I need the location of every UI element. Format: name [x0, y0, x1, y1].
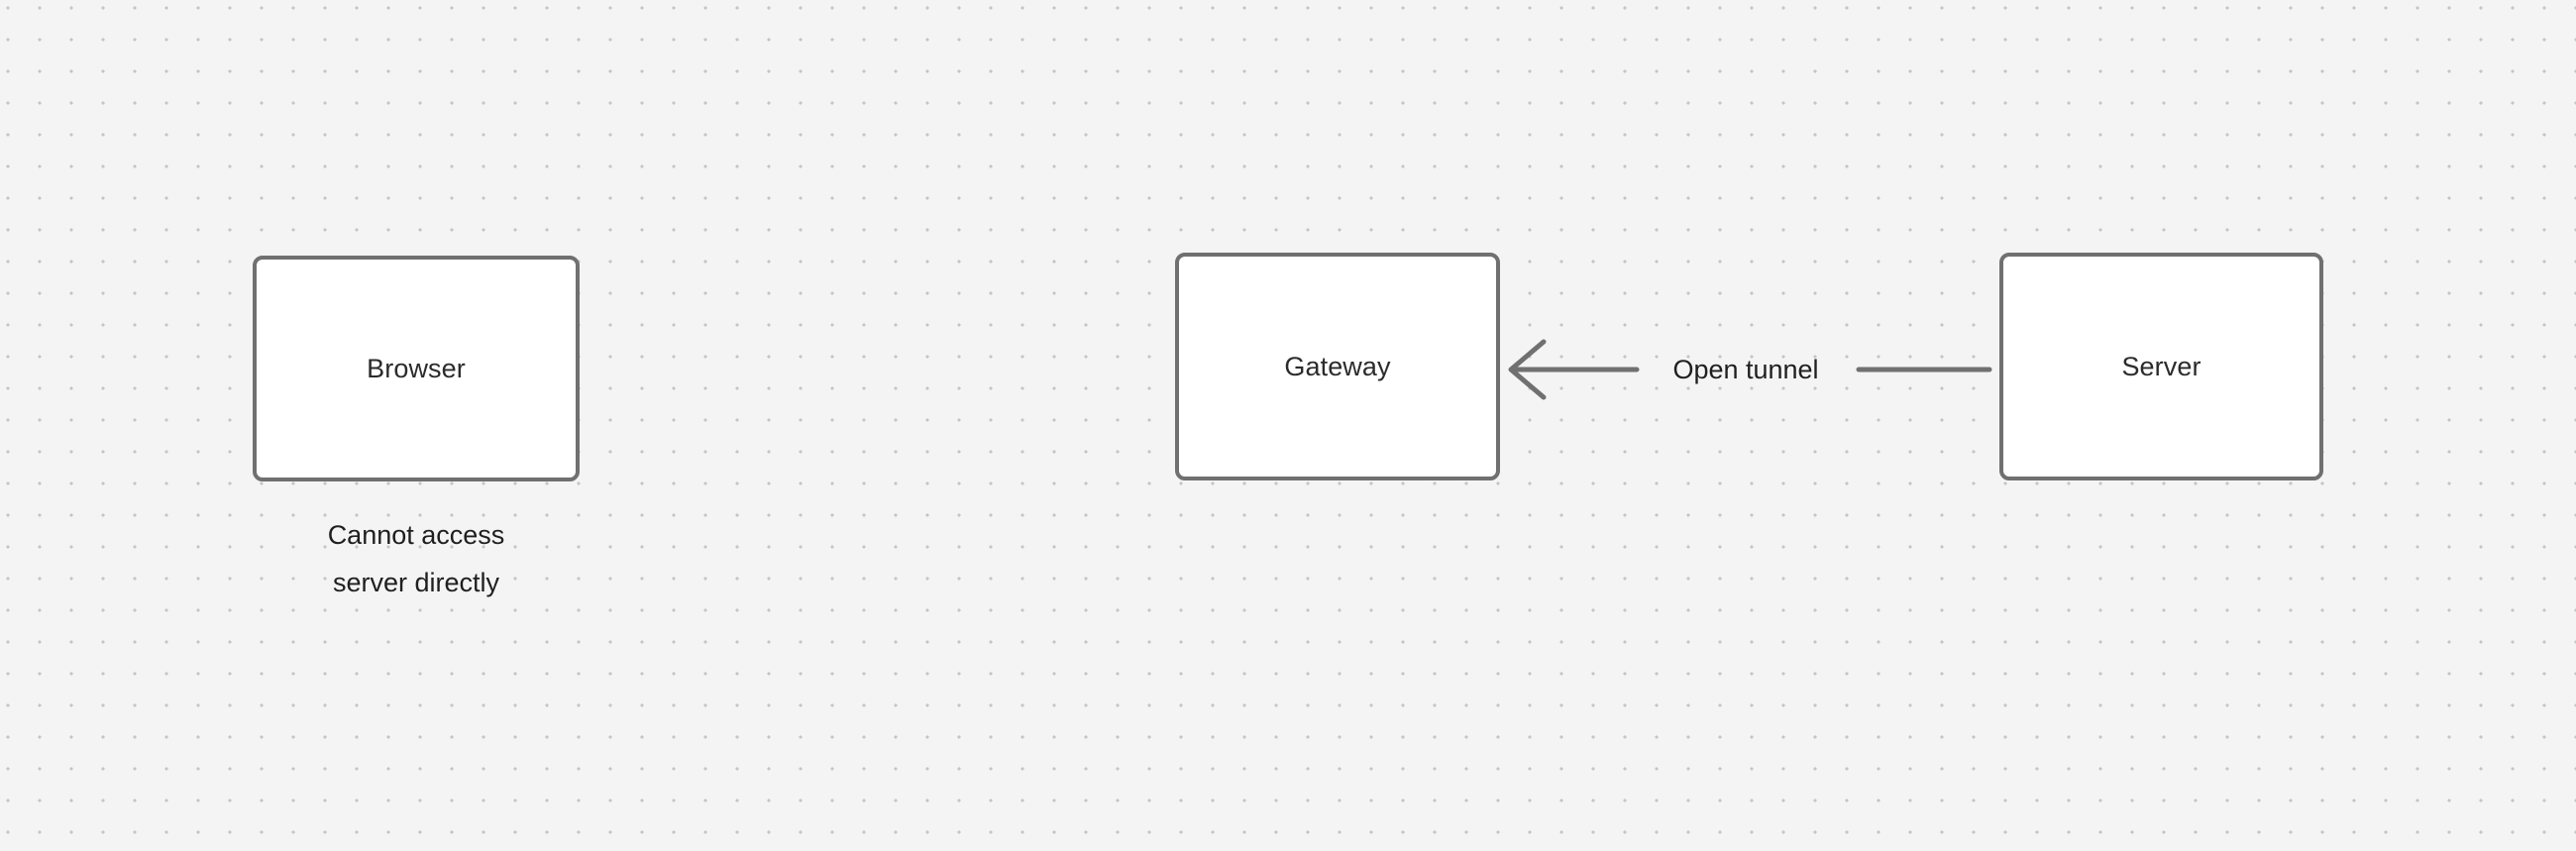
node-browser[interactable]: Browser	[253, 256, 580, 481]
node-server-label: Server	[2121, 351, 2201, 381]
node-browser-caption: Cannot access server directly	[253, 511, 580, 606]
node-browser-caption-line-2: server directly	[332, 568, 500, 597]
node-browser-caption-line-1: Cannot access	[327, 520, 505, 550]
node-browser-label: Browser	[367, 353, 466, 383]
edge-arrowhead-icon	[1508, 339, 1547, 400]
node-server[interactable]: Server	[1999, 253, 2323, 480]
node-gateway[interactable]: Gateway	[1175, 253, 1500, 480]
edge-label-open-tunnel: Open tunnel	[1672, 355, 1819, 384]
node-gateway-label: Gateway	[1284, 351, 1391, 381]
